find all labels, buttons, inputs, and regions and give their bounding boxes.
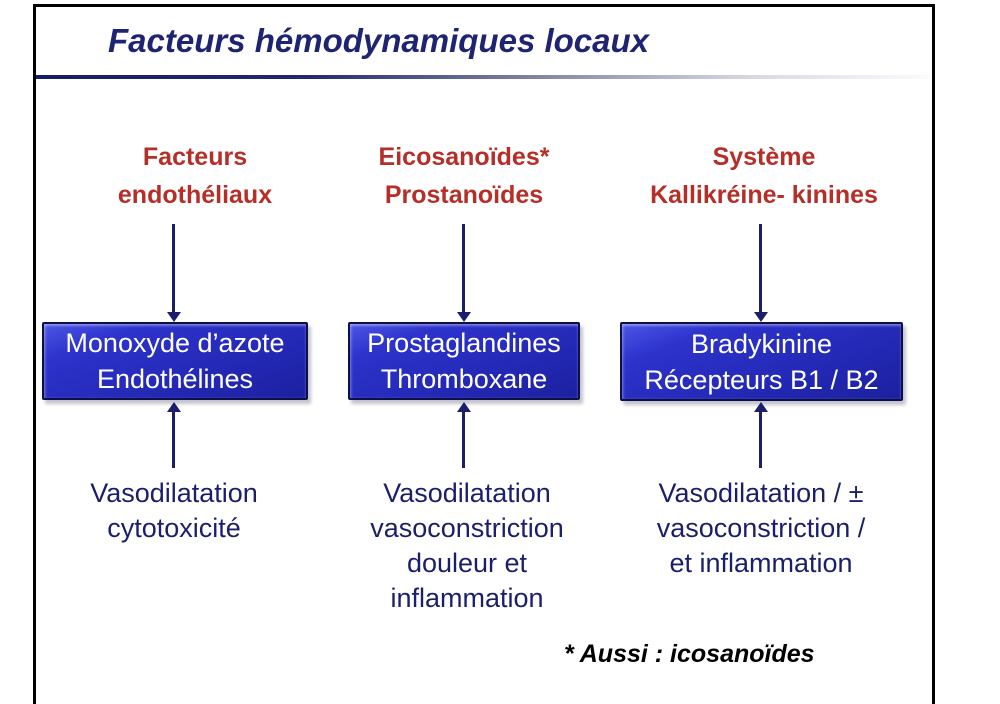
box-line: Prostaglandines [367, 328, 561, 358]
title-underline [36, 75, 930, 79]
slide-title: Facteurs hémodynamiques locaux [108, 22, 650, 59]
header-line: Système [712, 143, 816, 171]
mediator-box-monoxyde-azote: Monoxyde d’azote Endothélines [42, 322, 308, 400]
arrow-down-icon [753, 224, 768, 322]
mediator-box-bradykinine: Bradykinine Récepteurs B1 / B2 [620, 322, 903, 401]
effect-line: vasoconstriction / [656, 513, 866, 543]
effect-line: Vasodilatation [383, 478, 551, 508]
header-line: Kallikréine- kinines [650, 181, 878, 209]
footnote: * Aussi : icosanoïdes [564, 640, 815, 668]
mediator-box-prostaglandines: Prostaglandines Thromboxane [348, 322, 580, 400]
effect-line: Vasodilatation / ± [658, 478, 864, 508]
column-header-facteurs-endotheliaux: Facteurs endothéliaux [75, 138, 315, 214]
effect-line: inflammation [390, 583, 544, 613]
effect-line: douleur et [406, 548, 528, 578]
header-line: Eicosanoïdes* [378, 143, 550, 171]
box-line: Endothélines [96, 364, 254, 394]
header-line: Facteurs [142, 143, 248, 171]
effects-facteurs-endotheliaux: Vasodilatation cytotoxicité [54, 476, 294, 546]
effects-eicosanoides: Vasodilatation vasoconstriction douleur … [347, 476, 587, 616]
column-header-kallikreine: Système Kallikréine- kinines [614, 138, 914, 214]
header-line: Prostanoïdes [384, 181, 544, 209]
arrow-up-icon [456, 402, 471, 468]
column-header-eicosanoides: Eicosanoïdes* Prostanoïdes [344, 138, 584, 214]
effect-line: cytotoxicité [107, 513, 241, 543]
header-line: endothéliaux [117, 181, 273, 209]
arrow-down-icon [456, 224, 471, 322]
arrow-up-icon [166, 402, 181, 468]
box-line: Bradykinine [690, 328, 833, 359]
box-line: Thromboxane [380, 364, 548, 394]
box-line: Monoxyde d’azote [65, 328, 285, 358]
effect-line: vasoconstriction [370, 513, 564, 543]
arrow-down-icon [166, 224, 181, 322]
arrow-up-icon [753, 402, 768, 468]
box-line: Récepteurs B1 / B2 [644, 364, 879, 395]
effect-line: et inflammation [669, 548, 853, 578]
effect-line: Vasodilatation [90, 478, 258, 508]
slide: Facteurs hémodynamiques locaux Facteurs … [33, 4, 935, 704]
effects-kallikreine: Vasodilatation / ± vasoconstriction / et… [631, 476, 891, 581]
